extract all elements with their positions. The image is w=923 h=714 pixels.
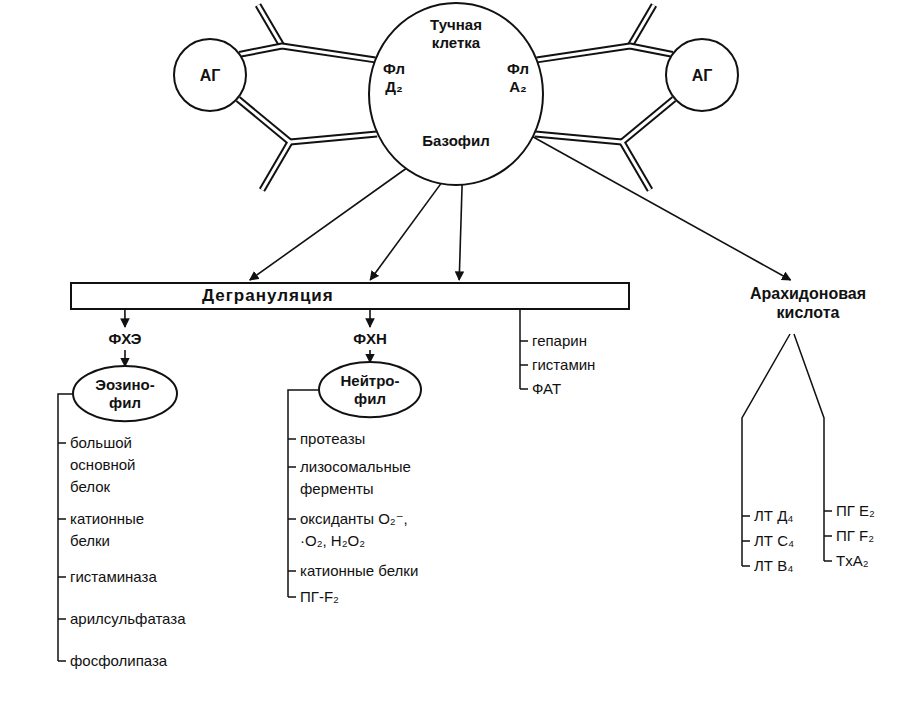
factor-name: ФХЭ [108, 330, 141, 348]
arrow-connector [370, 310, 371, 327]
mediator-label: арилсульфатаза [70, 608, 186, 630]
cell-name: Базофил [422, 132, 489, 150]
arrow-connector [370, 350, 371, 362]
bracket-lines [58, 310, 832, 661]
antibody-outline [240, 46, 376, 60]
antibody-core [240, 46, 376, 60]
mediator-label: TxA₂ [836, 550, 869, 572]
neutrophil-oval: Нейтро- фил [318, 361, 422, 418]
cell-ellipse: Тучная клеткаБазофил Фл Д₂ Фл А₂ [368, 2, 544, 186]
cell-name: Нейтро- фил [340, 372, 399, 408]
antibody [238, 5, 377, 190]
substance-name: Арахидоновая кислота [750, 284, 866, 322]
mediator-label: гистамин [532, 354, 595, 376]
arrow-line [124, 350, 126, 366]
antibody-connector [537, 46, 673, 60]
mediator-label: катионные белки [70, 508, 154, 552]
band-title: Дегрануляция [202, 286, 334, 306]
arrow-line [369, 350, 371, 362]
cell-name: Тучная клетка [430, 16, 482, 52]
factor-name: ФХН [353, 330, 387, 348]
mediator-label: ЛТ B₄ [754, 555, 793, 577]
mediator-label: ЛТ C₄ [754, 530, 794, 552]
antigen-circle: АГ [665, 38, 739, 112]
mediator-label: большой основной белок [70, 432, 154, 498]
arrow-connector [124, 310, 125, 327]
mediator-label: ЛТ Д₄ [754, 505, 793, 527]
eosinophil-oval: Эозино- фил [72, 365, 178, 422]
enzyme-label: Фл Д₂ [383, 60, 405, 96]
arrow-connector [459, 185, 462, 280]
arrow-connector [125, 350, 126, 366]
arrow-line [124, 310, 126, 327]
antigen-name: АГ [200, 66, 221, 85]
mediator-label: гистаминаза [70, 566, 157, 588]
arrow-line [459, 185, 462, 280]
arrow-line [369, 310, 371, 327]
mediator-label: фосфолипаза [70, 650, 167, 672]
antibody [535, 5, 674, 190]
enzyme-label: Фл А₂ [507, 60, 529, 96]
antigen-circle: АГ [173, 38, 247, 112]
antibody-connector [240, 46, 376, 60]
arachidonic-acid: Арахидоновая кислота [750, 284, 866, 322]
mediator-label: ПГ E₂ [836, 500, 875, 522]
arrow-line [533, 137, 791, 280]
mediator-label: ФАТ [532, 378, 561, 400]
antibody-core [537, 46, 673, 60]
enzyme-name: Фл А₂ [507, 60, 529, 96]
arrow-connector [533, 137, 791, 280]
enzyme-name: Фл Д₂ [383, 60, 405, 96]
mediator-label: протеазы [300, 428, 365, 450]
degranulation-band: Дегрануляция [70, 282, 630, 310]
cell-name: Эозино- фил [95, 376, 155, 412]
mediator-label: гепарин [532, 330, 587, 352]
chemotaxis-factor: ФХН [353, 330, 387, 348]
chemotaxis-factor: ФХЭ [108, 330, 141, 348]
mediator-label: ПГ-F₂ [300, 586, 339, 608]
arrow-connector [370, 184, 441, 280]
mediator-label: катионные белки [300, 560, 418, 582]
mediator-label: ПГ F₂ [836, 525, 874, 547]
mediator-label: оксиданты O₂⁻, ·O₂, H₂O₂ [300, 508, 414, 552]
mediator-label: лизосомальные ферменты [300, 456, 414, 500]
antibody-outline [537, 46, 673, 60]
antigen-name: АГ [692, 66, 713, 85]
arrow-line [370, 184, 441, 280]
